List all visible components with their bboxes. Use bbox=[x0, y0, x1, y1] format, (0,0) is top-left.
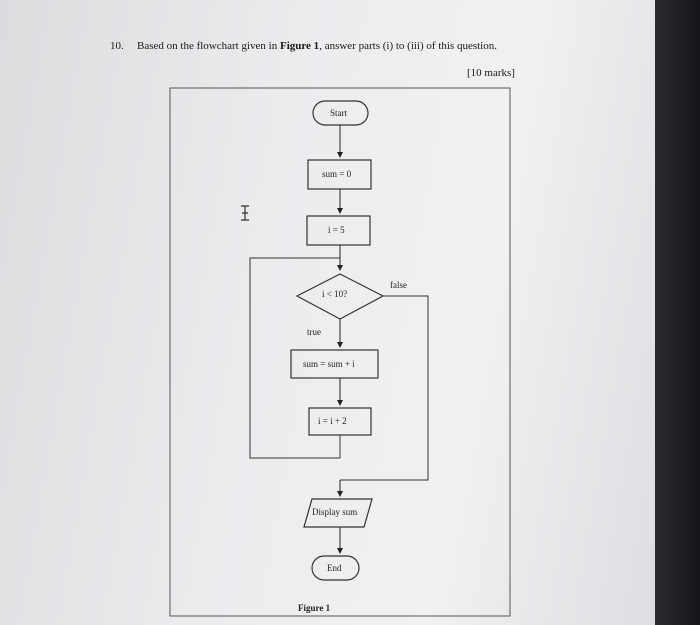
update-i-label: i = i + 2 bbox=[318, 416, 347, 426]
update-sum-box bbox=[290, 349, 379, 379]
loop-back-line bbox=[249, 257, 340, 459]
flowchart bbox=[169, 87, 511, 617]
update-sum-label: sum = sum + i bbox=[303, 359, 355, 369]
figure-caption: Figure 1 bbox=[298, 603, 331, 613]
output-label: Display sum bbox=[312, 507, 358, 517]
init-sum-label: sum = 0 bbox=[322, 169, 352, 179]
question-number: 10. bbox=[110, 40, 124, 52]
end-label: End bbox=[327, 563, 342, 573]
question-text: Based on the flowchart given in Figure 1… bbox=[137, 40, 497, 52]
start-label: Start bbox=[330, 108, 347, 118]
false-label: false bbox=[390, 280, 407, 290]
init-i-box bbox=[306, 215, 371, 246]
figure-frame bbox=[169, 87, 511, 617]
false-branch-line bbox=[340, 295, 429, 481]
condition-label: i < 10? bbox=[322, 289, 348, 299]
document-page: 10. Based on the flowchart given in Figu… bbox=[0, 0, 655, 625]
figure-reference: Figure 1 bbox=[279, 40, 320, 52]
end-terminal bbox=[311, 555, 360, 581]
true-label: true bbox=[307, 327, 321, 337]
init-i-label: i = 5 bbox=[328, 225, 345, 235]
output-parallelogram bbox=[303, 498, 373, 528]
monitor-bezel bbox=[655, 0, 700, 625]
text-cursor-icon bbox=[241, 205, 249, 221]
marks-label: [10 marks] bbox=[467, 67, 515, 79]
